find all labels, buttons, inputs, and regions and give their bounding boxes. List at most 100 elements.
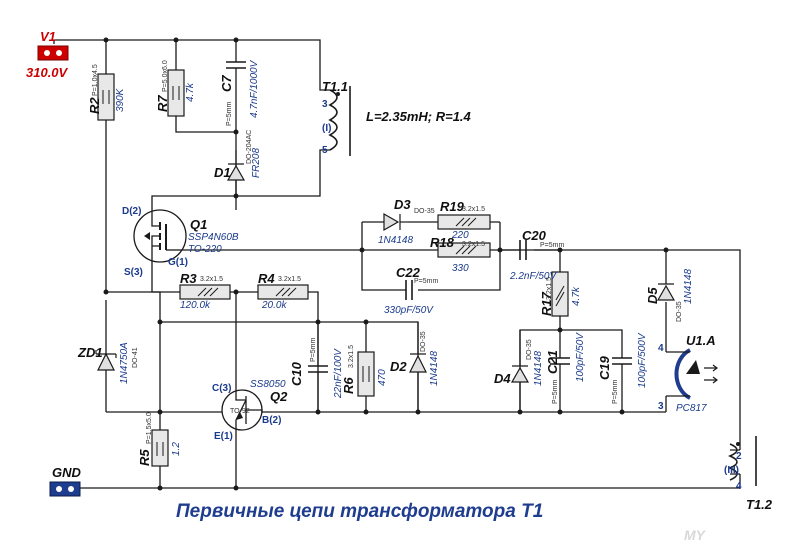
r5-body xyxy=(151,429,169,467)
q2-pin-b: B(2) xyxy=(262,415,282,426)
c22-ref: C22 xyxy=(396,265,420,280)
v1-name: V1 xyxy=(40,29,56,44)
r2-body xyxy=(97,73,115,121)
q1-value: SSP4N60B xyxy=(188,232,239,243)
q1-pkg: TO-220 xyxy=(188,244,222,255)
t12-pin4: 4 xyxy=(736,481,742,492)
r18-body xyxy=(437,242,491,258)
r19-ref: R19 xyxy=(440,199,464,214)
c7-pkg: P=5mm xyxy=(226,101,233,126)
r6-pkg: 3.2x1.5 xyxy=(348,345,355,368)
d2-pkg: DO-35 xyxy=(420,331,427,352)
q1-pin-s: S(3) xyxy=(124,267,143,278)
c7-value: 4.7nF/1000V xyxy=(249,60,260,118)
r4-ref: R4 xyxy=(258,271,275,286)
resistor-marks xyxy=(102,86,565,456)
q2-ref: Q2 xyxy=(270,389,288,404)
q1-pin-d: D(2) xyxy=(122,206,142,217)
t11-pin5: 5 xyxy=(322,145,328,156)
t11-name: T1.1 xyxy=(322,79,349,94)
zd1-ref: ZD1 xyxy=(78,345,103,360)
v1-terminal xyxy=(37,45,69,61)
d2-symbol xyxy=(409,353,427,373)
d2-value: 1N4148 xyxy=(429,350,440,386)
d4-symbol xyxy=(510,365,530,383)
q2-bjt xyxy=(221,389,263,431)
u1-value: PC817 xyxy=(676,403,707,414)
r4-body xyxy=(257,284,309,300)
c19-pkg: P=5mm xyxy=(612,379,619,404)
r3-ref: R3 xyxy=(180,271,197,286)
r17-value: 4.7k xyxy=(571,287,582,306)
zd1-pkg: DO-41 xyxy=(132,347,139,368)
d5-symbol xyxy=(656,283,676,301)
zd1-value: 1N4750A xyxy=(119,342,130,384)
r7-body xyxy=(167,69,185,117)
r2-pkg: P=1.0x4.5 xyxy=(92,64,99,96)
c19-plates xyxy=(612,357,632,365)
q2-pin-e: E(1) xyxy=(214,431,233,442)
r7-value: 4.7k xyxy=(185,83,196,102)
r6-body xyxy=(357,351,375,397)
c7-plates xyxy=(226,61,246,69)
t12-winding: (III) xyxy=(724,465,739,476)
u1-optocoupler xyxy=(666,348,718,400)
c19-ref: C19 xyxy=(597,356,612,380)
c7-ref: C7 xyxy=(219,75,234,92)
d3-symbol xyxy=(383,212,401,232)
c20-ref: C20 xyxy=(522,228,546,243)
r7-ref: R7 xyxy=(155,95,170,112)
r3-pkg: 3.2x1.5 xyxy=(200,276,223,283)
q2-pin-c: C(3) xyxy=(212,383,232,394)
d5-pkg: DO-35 xyxy=(676,301,683,322)
gnd-label: GND xyxy=(52,465,81,480)
t11-coil xyxy=(328,89,338,151)
c19-value: 100pF/500V xyxy=(637,333,648,389)
r4-pkg: 3.2x1.5 xyxy=(278,276,301,283)
r2-value: 390K xyxy=(115,88,126,112)
r19-value: 220 xyxy=(452,230,469,241)
r19-body xyxy=(437,214,491,230)
r4-value: 20.0k xyxy=(262,300,287,311)
t12-pin2: 2 xyxy=(736,451,742,462)
q2-pkg: TO-92 xyxy=(230,408,250,415)
r18-pkg: 3.2x1.5 xyxy=(462,241,485,248)
t12-coil xyxy=(727,443,738,481)
r18-value: 330 xyxy=(452,263,469,274)
q1-ref: Q1 xyxy=(190,217,208,232)
d4-value: 1N4148 xyxy=(533,350,544,386)
d3-value: 1N4148 xyxy=(378,235,414,246)
r6-ref: R6 xyxy=(341,377,356,394)
u1-pin3: 3 xyxy=(658,401,664,412)
r19-pkg: 3.2x1.5 xyxy=(462,206,485,213)
d5-value: 1N4148 xyxy=(683,268,694,304)
d4-ref: D4 xyxy=(494,371,511,386)
diagram-title: Первичные цепи трансформатора T1 xyxy=(176,501,544,522)
c22-value: 330pF/50V xyxy=(384,305,433,316)
r5-ref: R5 xyxy=(137,449,152,466)
d1-value: FR208 xyxy=(251,147,262,178)
watermark: MY xyxy=(684,527,705,543)
c21-ref: C21 xyxy=(545,350,560,374)
u1-pin4: 4 xyxy=(658,343,664,354)
c22-pkg: P=5mm xyxy=(414,278,439,285)
r3-value: 120.0k xyxy=(180,300,211,311)
q1-pin-g: G(1) xyxy=(168,257,188,268)
r5-value: 1.2 xyxy=(171,442,182,456)
d1-ref: D1 xyxy=(214,165,231,180)
d5-ref: D5 xyxy=(645,287,660,304)
r17-pkg: 3.2x1.5 xyxy=(546,277,553,300)
t11-winding: (I) xyxy=(322,123,332,134)
d3-ref: D3 xyxy=(394,197,411,212)
c10-ref: C10 xyxy=(289,362,304,386)
q1-mosfet xyxy=(133,208,187,264)
gnd-terminal xyxy=(49,481,81,497)
r2-ref: R2 xyxy=(87,97,102,114)
r5-pkg: P=1.5x5.0 xyxy=(146,412,153,444)
t11-spec: L=2.35mH; R=1.4 xyxy=(366,109,471,124)
junctions xyxy=(103,37,669,491)
d2-ref: D2 xyxy=(390,359,407,374)
u1-ref: U1.A xyxy=(686,333,716,348)
q2-value: SS8050 xyxy=(250,379,286,390)
